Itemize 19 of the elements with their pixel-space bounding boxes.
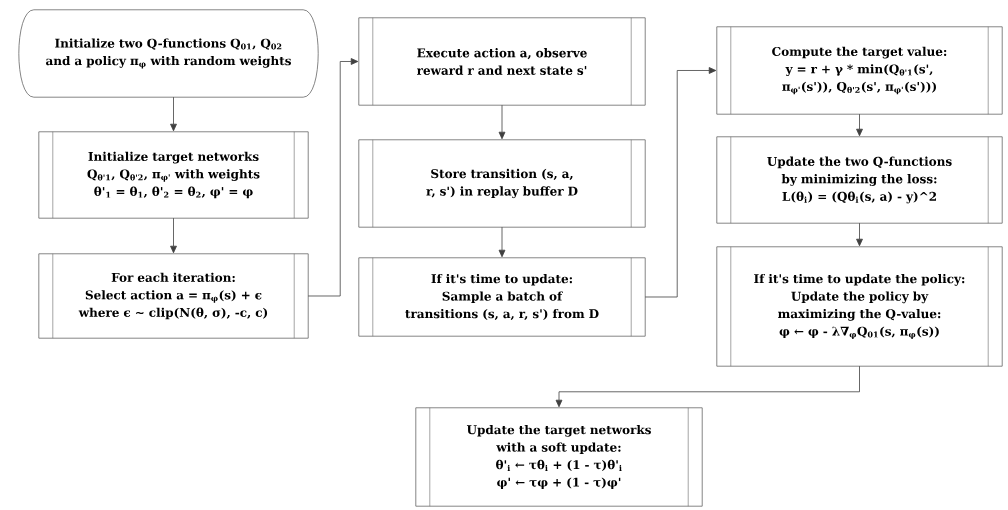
arrow [498, 104, 506, 140]
arrow [555, 365, 860, 408]
process-box: Store transition (s, a, r, s') in replay buffer D [358, 139, 646, 228]
process-box: Execute action a, observe reward r and next state s' [358, 17, 646, 106]
process-box: Update the target networks with a soft update: θ'$_{i}$ ← τθ$_{i}$ + (1 - τ)θ'$_{i}$ φ' ← τφ + (1 - τ)φ' [415, 407, 703, 507]
process-box: Initialize target networks Q$_{θ'1}$, Q$_{θ'2}$, π$_{φ'}$ with weights θ'$_{1}$ = θ$_{1}$, θ'$_{2}$ = θ$_{2}$, φ' = φ [38, 131, 309, 219]
process-box: If it's time to update: Sample a batch of transitions (s, a, r, s') from D [358, 257, 646, 337]
process-box: If it's time to update the policy: Update the policy by maximizing the Q-value: φ ← φ - λ∇$_{φ}$Q$_{01}$(s, π$_{φ}$(s)) [716, 246, 1003, 367]
arrow [170, 217, 177, 254]
start-terminal: Initialize two Q-functions Q$_{01}$, Q$_{02}$ and a policy π$_{φ}$ with random weights [18, 9, 319, 98]
arrow [644, 67, 717, 298]
process-box: Update the two Q-functions by minimizing the loss: L(θ$_{i}$) = (Qθ$_{i}$(s, a) - y)^2 [716, 136, 1003, 224]
process-box: For each iteration: Select action a = π$_{φ}$(s) + ϵ where ϵ ~ clip(N(θ, σ), -c, c) [38, 253, 309, 339]
arrow [856, 222, 863, 247]
process-box: Compute the target value: y = r + γ * min(Q$_{θ'1}$(s', π$_{φ'}$(s')), Q$_{θ'2}$(s', π$_{φ'}$(s'))) [716, 26, 1003, 115]
arrow [170, 96, 177, 132]
arrow [307, 58, 359, 297]
arrow [498, 226, 506, 258]
arrow [856, 113, 863, 137]
